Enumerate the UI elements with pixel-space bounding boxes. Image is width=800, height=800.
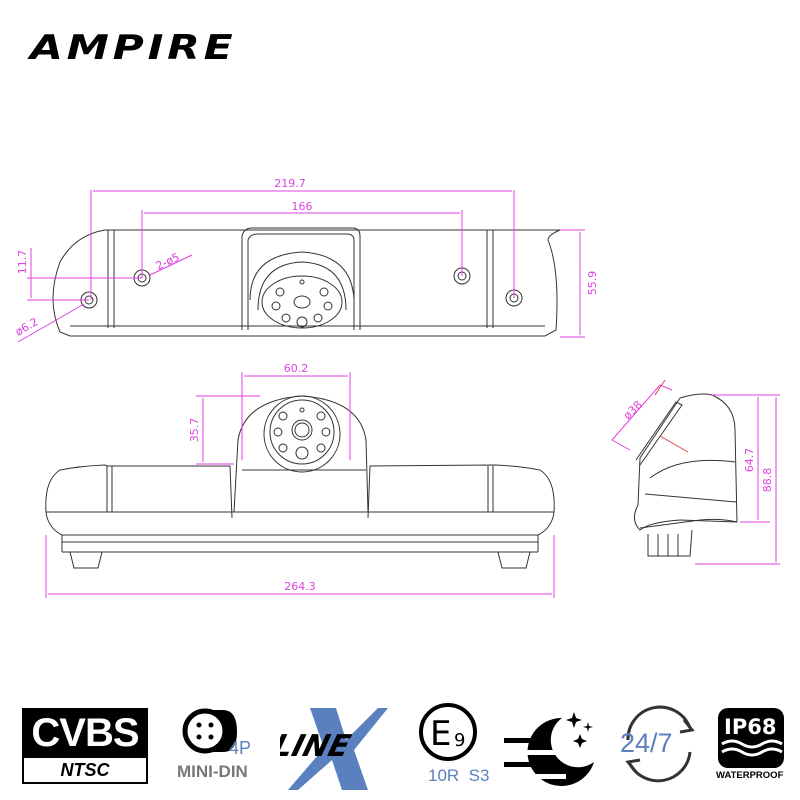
ip68-water-icon: IP68 — [718, 708, 784, 768]
svg-text:LINE: LINE — [280, 729, 354, 763]
svg-text:2-ø5: 2-ø5 — [154, 250, 182, 272]
svg-text:IP68: IP68 — [724, 715, 776, 739]
svg-text:ø6.2: ø6.2 — [13, 315, 40, 338]
svg-text:E: E — [430, 714, 451, 754]
svg-text:166: 166 — [292, 200, 313, 213]
technical-drawing: 219.7 166 11.7 55.9 2-ø5 ø6.2 — [13, 177, 780, 598]
svg-text:11.7: 11.7 — [16, 250, 29, 275]
front-view-dimensions — [45, 372, 555, 598]
svg-text:55.9: 55.9 — [586, 271, 599, 296]
ampire-logo: AMPIRE — [30, 28, 237, 68]
side-view-body — [634, 393, 738, 557]
mini-din-connector-icon — [182, 708, 237, 754]
front-view-body — [45, 395, 555, 569]
e-mark-icon: E 9 — [419, 703, 477, 761]
side-view-dimensions — [611, 384, 780, 565]
svg-text:64.7: 64.7 — [743, 448, 756, 473]
ip68-waterproof-badge: IP68 WATERPROOF — [712, 700, 792, 790]
cvbs-ntsc-badge: CVBS NTSC — [20, 700, 150, 790]
e9-certification-badge: E 9 10R S3 — [412, 700, 502, 790]
x-line-badge: LINE — [269, 700, 400, 790]
svg-text:60.2: 60.2 — [284, 362, 309, 375]
svg-text:35.7: 35.7 — [188, 418, 201, 443]
always-on-24-7-badge: 24/7 — [612, 700, 704, 790]
night-vision-badge — [502, 700, 602, 790]
svg-text:9: 9 — [454, 730, 465, 751]
svg-text:ø38: ø38 — [621, 398, 645, 422]
ntsc-label: NTSC — [22, 758, 148, 784]
top-view-body — [52, 229, 561, 337]
svg-text:219.7: 219.7 — [274, 177, 306, 190]
svg-text:264.3: 264.3 — [284, 580, 316, 593]
mini-din-badge: 4P MINI-DIN — [175, 700, 265, 790]
circular-arrows-icon — [625, 705, 695, 783]
x-line-logo-icon: LINE — [269, 708, 388, 790]
svg-text:88.8: 88.8 — [761, 468, 774, 493]
top-view-dimensions — [17, 190, 585, 343]
cvbs-label: CVBS — [22, 708, 148, 758]
moon-night-icon — [504, 712, 594, 786]
